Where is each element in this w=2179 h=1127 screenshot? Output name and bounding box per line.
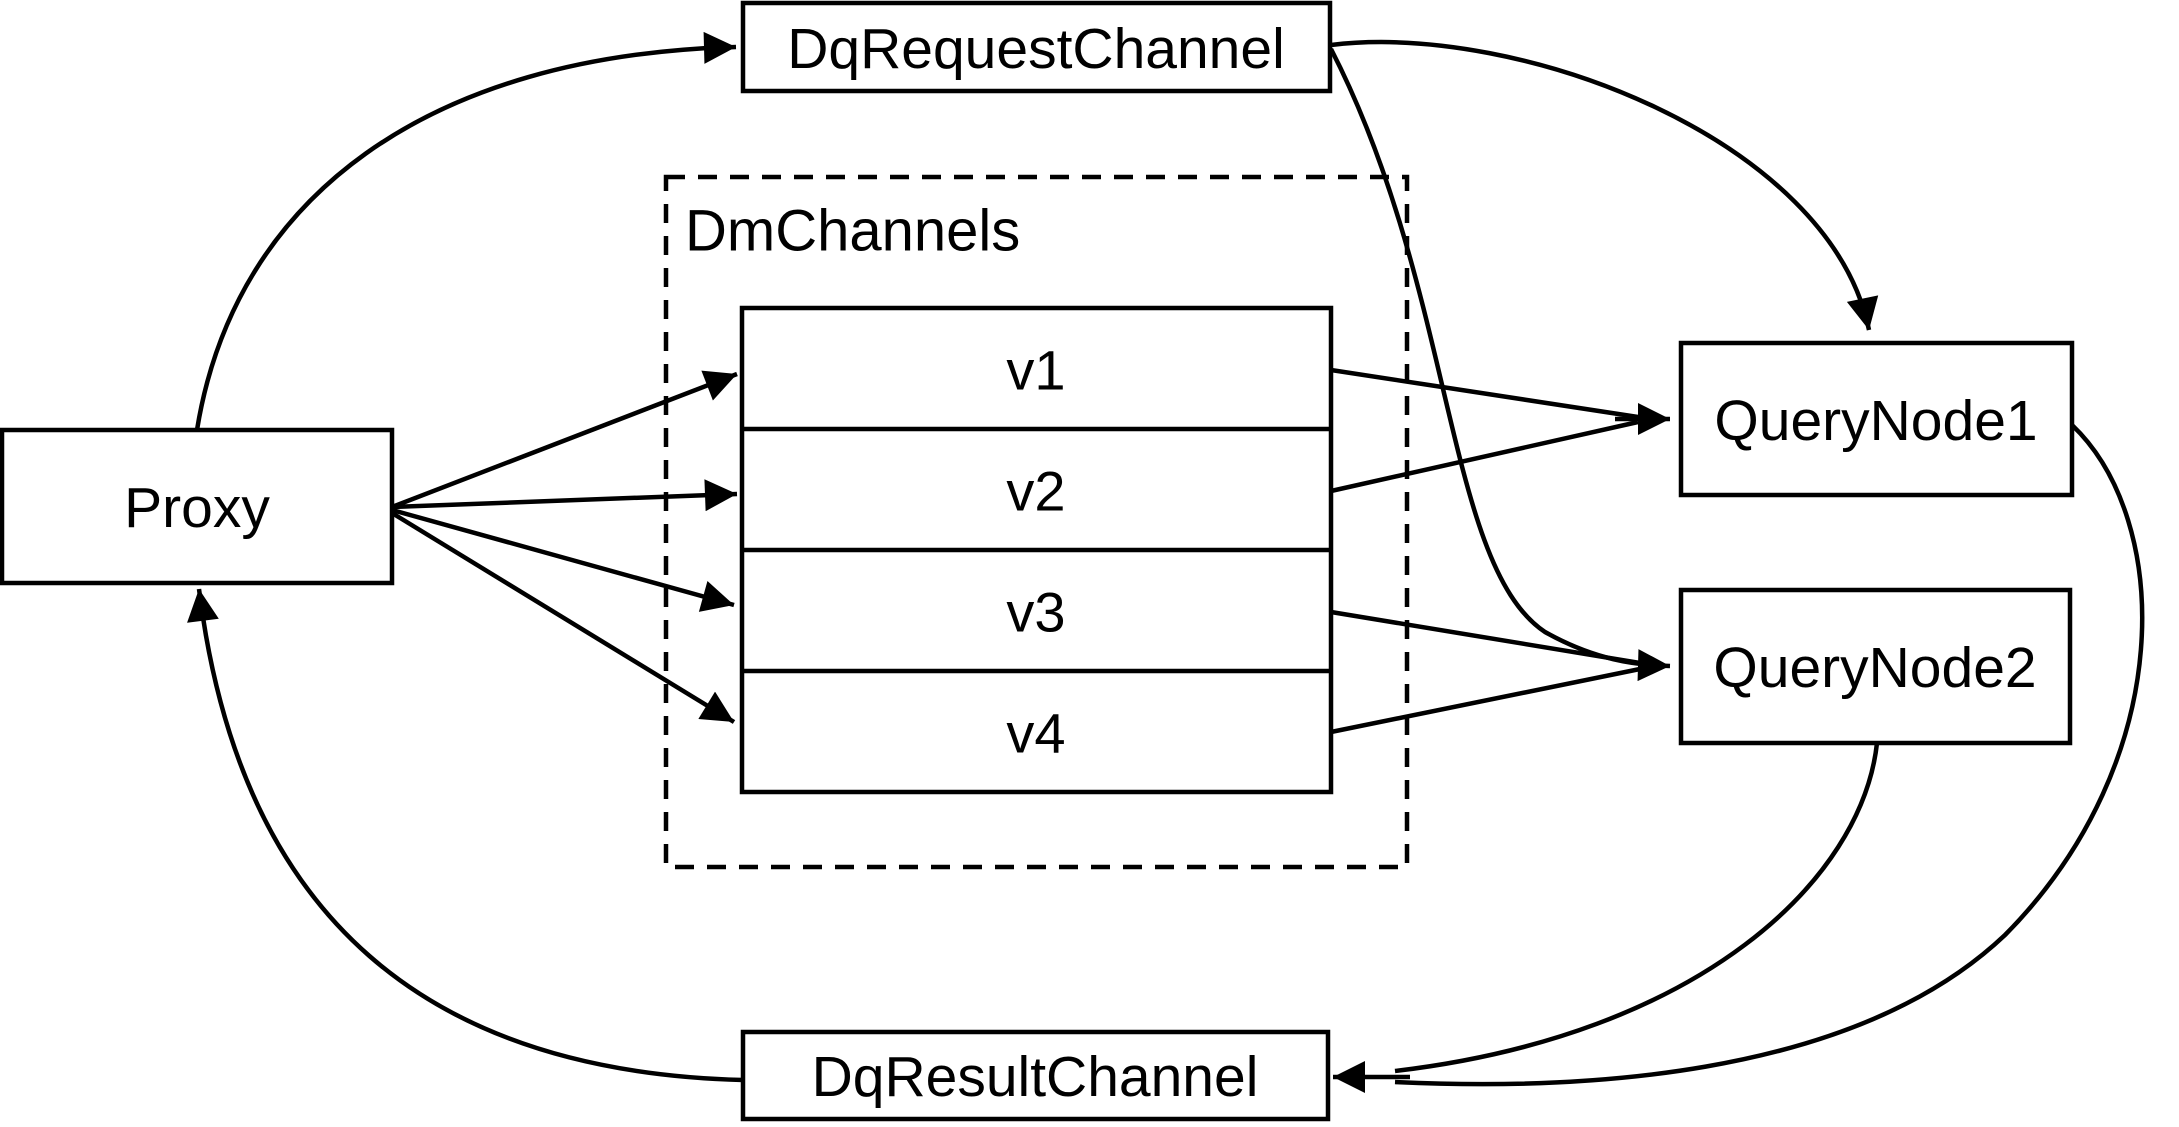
- channel-row-v4: v4: [1006, 702, 1065, 765]
- edge-proxy-to-v3: [391, 507, 735, 612]
- query-node-2-box: [1678, 587, 2073, 746]
- edge-v1-to-query-node-1: [1330, 367, 1639, 420]
- node-dq-result-channel: DqResultChannel: [740, 1029, 1331, 1122]
- dm-channels-dashed-border: [663, 174, 1410, 870]
- edge-dq-request-channel-to-query-node-2: [1328, 47, 1671, 682]
- edge-proxy-to-v1: [391, 370, 738, 510]
- node-query-node-1: QueryNode1: [1678, 340, 2075, 498]
- edge-v3-to-query-node-2: [1330, 609, 1641, 666]
- edge-proxy-to-v4: [390, 511, 736, 724]
- node-query-node-2: QueryNode2: [1678, 587, 2073, 746]
- edge-query-node-1-to-dq-result-channel: [1394, 423, 2145, 1087]
- dq-result-channel-label: DqResultChannel: [812, 1045, 1259, 1109]
- edge-proxy-to-v2: [391, 479, 738, 512]
- dq-request-channel-box: [740, 0, 1333, 94]
- dq-result-channel-box: [740, 1029, 1331, 1122]
- edge-v4-to-query-node-2: [1330, 666, 1641, 735]
- channel-row-v2: v2: [1006, 460, 1065, 523]
- channel-row-v3: v3: [1006, 581, 1065, 644]
- proxy-label: Proxy: [124, 476, 270, 540]
- query-node-1-label: QueryNode1: [1714, 389, 2037, 453]
- proxy-box: [0, 427, 395, 586]
- edge-dq-result-channel-to-proxy: [187, 588, 744, 1083]
- node-proxy: Proxy: [0, 427, 395, 586]
- edge-v2-to-query-node-1: [1330, 419, 1639, 494]
- edge-dq-request-channel-to-query-node-1: [1330, 39, 1879, 331]
- edge-query-node-2-to-dq-result-channel: [1394, 742, 1880, 1074]
- channel-row-v1: v1: [1006, 339, 1065, 402]
- query-node-1-box: [1678, 340, 2075, 498]
- dm-channels-group: DmChannels v1 v2 v3 v4: [663, 174, 1410, 870]
- dq-request-channel-label: DqRequestChannel: [787, 17, 1285, 81]
- node-dq-request-channel: DqRequestChannel: [740, 0, 1333, 94]
- edge-proxy-to-dq-request-channel: [194, 31, 737, 431]
- query-node-2-label: QueryNode2: [1713, 636, 2036, 700]
- dm-channels-label: DmChannels: [685, 199, 1020, 264]
